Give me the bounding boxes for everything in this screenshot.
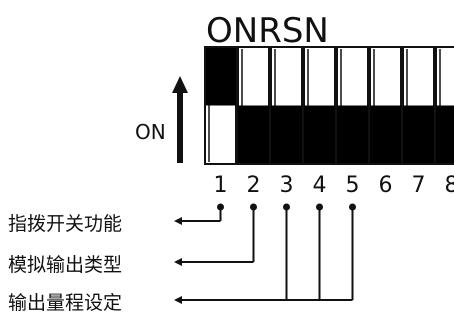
switch-toggle xyxy=(271,105,302,164)
switch-number-label: 1 xyxy=(214,173,228,198)
switch-number-label: 7 xyxy=(412,173,426,198)
dip-switch-8 xyxy=(435,46,454,165)
switch-bank xyxy=(204,46,454,165)
switch-toggle xyxy=(304,105,335,164)
switch-number-label: 5 xyxy=(346,173,360,198)
callout-connector-1 xyxy=(174,203,224,225)
switch-number-label: 2 xyxy=(247,173,261,198)
switch-toggle xyxy=(337,105,368,164)
arrow-left-icon xyxy=(174,258,182,266)
callout-labels: 指拨开关功能 模拟输出类型 输出量程设定 xyxy=(8,213,122,314)
dip-switch-2 xyxy=(237,46,270,165)
callout-connector-2 xyxy=(174,203,257,266)
callout-label-output-range-setting: 输出量程设定 xyxy=(8,292,122,314)
arrow-left-icon xyxy=(174,217,182,225)
switch-toggle xyxy=(403,105,434,164)
dip-switch-1 xyxy=(204,46,237,165)
switch-number-label: 8 xyxy=(445,173,454,198)
on-label: ON xyxy=(135,120,166,144)
switch-number-label: 4 xyxy=(313,173,327,198)
switch-toggle xyxy=(370,105,401,164)
switch-bank-frame xyxy=(204,46,454,165)
dip-switch-7 xyxy=(402,46,435,165)
dip-switch-4 xyxy=(303,46,336,165)
switch-number-label: 3 xyxy=(280,173,294,198)
switch-toggle xyxy=(436,105,454,164)
callout-connector-3 xyxy=(174,203,356,304)
on-arrow-shaft xyxy=(177,91,183,163)
on-direction-indicator: ON xyxy=(135,76,188,163)
dip-switch-5 xyxy=(336,46,369,165)
up-arrow-icon xyxy=(172,76,188,93)
switch-toggle xyxy=(238,105,269,164)
callout-label-analog-output-type: 模拟输出类型 xyxy=(8,254,122,276)
callout-label-switch-function: 指拨开关功能 xyxy=(8,213,122,235)
callout-connectors xyxy=(174,203,356,304)
dip-switch-6 xyxy=(369,46,402,165)
dip-switch-3 xyxy=(270,46,303,165)
switch-number-label: 6 xyxy=(379,173,393,198)
diagram-title: ONRSN xyxy=(206,11,329,51)
arrow-left-icon xyxy=(174,296,182,304)
switch-toggle xyxy=(205,47,236,106)
